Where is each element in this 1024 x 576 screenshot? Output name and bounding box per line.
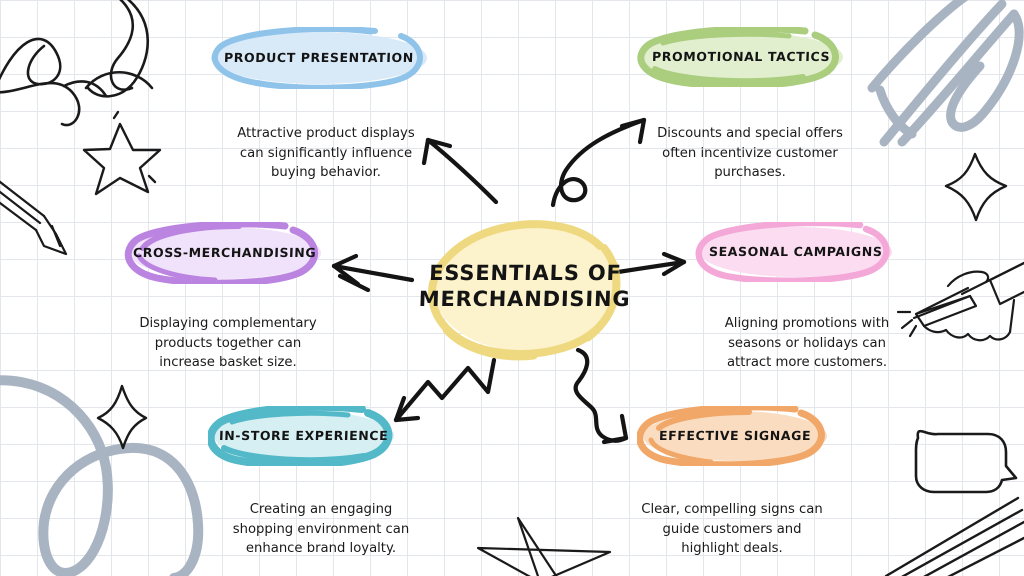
node-promotional-tactics[interactable]: PROMOTIONAL TACTICS	[633, 27, 849, 87]
squiggle-doodle	[0, 37, 108, 127]
center-node-label: ESSENTIALS OF MERCHANDISING	[418, 261, 631, 311]
description-effective-signage: Clear, compelling signs can guide custom…	[641, 502, 823, 557]
arrow-to-cross-merchandising	[331, 253, 415, 293]
node-cross-merchandising-shape	[124, 222, 321, 284]
arrow-to-promotional-tactics	[550, 117, 647, 208]
node-effective-signage-label: EFFECTIVE SIGNAGE	[658, 428, 812, 443]
diagonal-strokes-doodle	[884, 496, 1024, 576]
node-seasonal-campaigns[interactable]: SEASONAL CAMPAIGNS	[694, 222, 898, 282]
node-cross-merchandising-label: CROSS-MERCHANDISING	[133, 245, 317, 260]
node-cross-merchandising[interactable]: CROSS-MERCHANDISING	[123, 222, 327, 284]
arrow-to-seasonal-campaigns	[615, 251, 687, 277]
star-outline-icon	[476, 516, 612, 576]
gray-loop-doodle	[0, 375, 204, 576]
node-product-presentation-shape	[211, 27, 427, 89]
pencil-icon	[0, 180, 68, 256]
node-seasonal-campaigns-label: SEASONAL CAMPAIGNS	[709, 244, 883, 259]
star-outline-icon	[82, 110, 162, 196]
description-product-presentation: Attractive product displays can signific…	[237, 126, 415, 181]
description-seasonal-campaigns: Aligning promotions with seasons or holi…	[724, 316, 890, 371]
sparkle-icon	[944, 152, 1008, 222]
node-product-presentation-label: PRODUCT PRESENTATION	[223, 50, 415, 65]
node-promotional-tactics-label: PROMOTIONAL TACTICS	[651, 49, 831, 64]
node-effective-signage-shape	[637, 406, 827, 466]
center-node[interactable]: ESSENTIALS OF MERCHANDISING	[416, 212, 634, 362]
description-cross-merchandising: Displaying complementary products togeth…	[139, 316, 317, 371]
center-node-shape	[427, 220, 621, 361]
node-promotional-tactics-shape	[637, 27, 843, 87]
arrow-to-in-store-experience	[393, 357, 497, 423]
description-in-store-experience: Creating an engaging shopping environmen…	[232, 502, 410, 557]
squiggle-doodle	[84, 0, 154, 98]
arrow-to-effective-signage	[573, 347, 629, 445]
node-in-store-experience-label: IN-STORE EXPERIENCE	[219, 428, 389, 443]
arrow-to-product-presentation	[421, 137, 499, 205]
node-product-presentation[interactable]: PRODUCT PRESENTATION	[205, 27, 433, 89]
node-in-store-experience-shape	[208, 406, 394, 466]
node-seasonal-campaigns-shape	[695, 222, 892, 282]
node-effective-signage[interactable]: EFFECTIVE SIGNAGE	[637, 406, 833, 466]
sparkle-icon	[96, 384, 148, 450]
node-in-store-experience[interactable]: IN-STORE EXPERIENCE	[208, 406, 400, 466]
hand-with-pen-icon	[896, 261, 1024, 342]
gray-scribble-doodle	[867, 0, 1024, 147]
description-promotional-tactics: Discounts and special offers often incen…	[657, 126, 843, 181]
speech-bubble-icon	[914, 429, 1018, 494]
